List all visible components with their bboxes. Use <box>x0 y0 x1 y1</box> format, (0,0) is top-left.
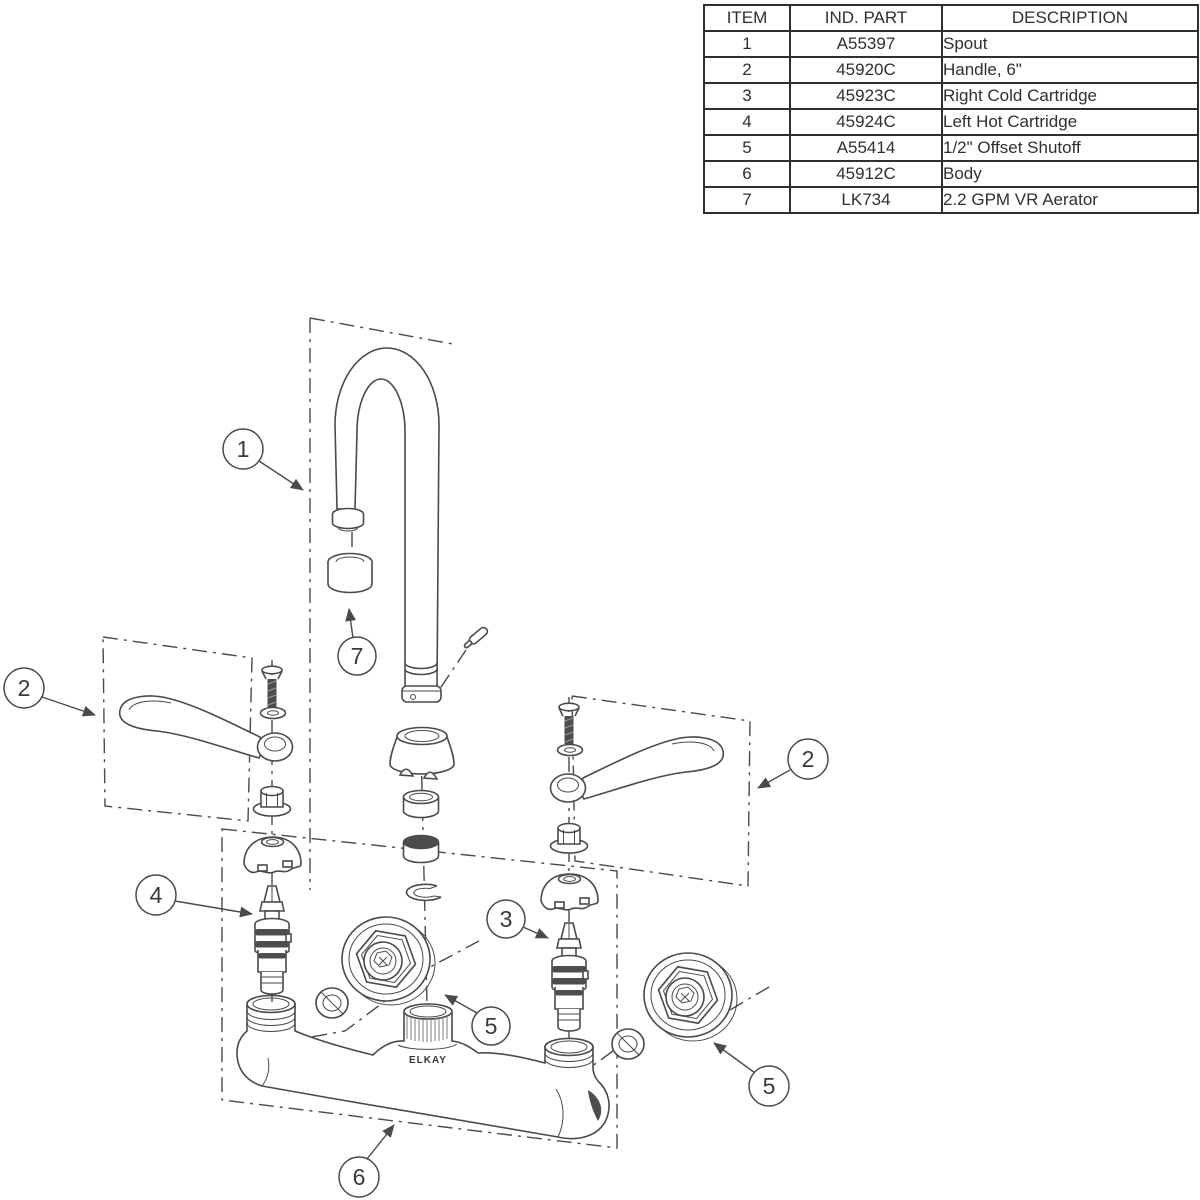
coupling-nut <box>389 726 455 780</box>
faucet-body: ELKAY <box>236 994 610 1140</box>
seal-ring <box>402 834 440 864</box>
cell-part: 45912C <box>789 160 943 188</box>
spout <box>331 347 442 703</box>
callout-2-left-handle: 2 <box>3 667 96 717</box>
left-handle-reference-box <box>102 636 253 822</box>
snap-ring <box>405 883 442 902</box>
callout-5-center-label: 5 <box>485 1013 498 1039</box>
cell-description: 1/2" Offset Shutoff <box>941 134 1199 162</box>
cell-part: 45923C <box>789 82 943 110</box>
cell-description: Handle, 6" <box>941 56 1199 84</box>
callout-4-left-hot-cartridge: 4 <box>135 874 253 918</box>
cell-part: 45920C <box>789 56 943 84</box>
table-row: 5 A55414 1/2" Offset Shutoff <box>703 134 1199 162</box>
table-row: 7 LK734 2.2 GPM VR Aerator <box>703 186 1199 214</box>
cell-item: 7 <box>703 186 791 214</box>
header-description: DESCRIPTION <box>941 4 1199 32</box>
callout-2-right-label: 2 <box>802 746 815 772</box>
cell-description: Spout <box>941 30 1199 58</box>
offset-shutoff-left <box>341 916 436 1006</box>
table-row: 3 45923C Right Cold Cartridge <box>703 82 1199 110</box>
cell-item: 2 <box>703 56 791 84</box>
table-row: 2 45920C Handle, 6" <box>703 56 1199 84</box>
seal-washer-right <box>611 1028 645 1060</box>
callout-4-label: 4 <box>150 882 163 908</box>
callout-5-right-shutoff: 5 <box>713 1042 790 1107</box>
callout-2-right-handle: 2 <box>757 738 829 789</box>
left-handle-stack <box>118 659 302 1003</box>
cell-item: 4 <box>703 108 791 136</box>
header-item: ITEM <box>703 4 791 32</box>
cell-item: 6 <box>703 160 791 188</box>
cell-item: 1 <box>703 30 791 58</box>
right-handle-reference-box <box>571 695 751 887</box>
cell-item: 3 <box>703 82 791 110</box>
table-row: 4 45924C Left Hot Cartridge <box>703 108 1199 136</box>
callout-7-aerator: 7 <box>337 608 377 676</box>
callout-3-right-cold-cartridge: 3 <box>486 899 549 939</box>
callout-3-label: 3 <box>500 906 513 932</box>
cell-description: Right Cold Cartridge <box>941 82 1199 110</box>
cell-description: Left Hot Cartridge <box>941 108 1199 136</box>
body-reference-box <box>221 828 618 1149</box>
index-pin <box>463 626 489 649</box>
callout-7-label: 7 <box>351 643 364 669</box>
offset-shutoff-right <box>643 952 738 1042</box>
spacer-ring <box>402 789 440 819</box>
callout-6-body: 6 <box>338 1124 395 1198</box>
table-row: 6 45912C Body <box>703 160 1199 188</box>
cell-part: LK734 <box>789 186 943 214</box>
table-row: 1 A55397 Spout <box>703 30 1199 58</box>
header-ind-part: IND. PART <box>789 4 943 32</box>
callout-5-center-shutoff: 5 <box>444 994 511 1046</box>
seal-washer-left <box>315 987 349 1019</box>
cell-item: 5 <box>703 134 791 162</box>
aerator <box>327 552 373 594</box>
cell-part: A55397 <box>789 30 943 58</box>
callout-1-spout: 1 <box>222 428 304 491</box>
body-brand-mark: ELKAY <box>409 1055 447 1066</box>
callout-6-label: 6 <box>353 1164 366 1190</box>
cell-description: 2.2 GPM VR Aerator <box>941 186 1199 214</box>
callout-5-right-label: 5 <box>763 1073 776 1099</box>
spout-reference-box <box>309 317 454 890</box>
cell-part: A55414 <box>789 134 943 162</box>
parts-table-header-row: ITEM IND. PART DESCRIPTION <box>703 4 1199 32</box>
cell-description: Body <box>941 160 1199 188</box>
callout-1-label: 1 <box>237 436 250 462</box>
parts-table: ITEM IND. PART DESCRIPTION 1 A55397 Spou… <box>703 4 1199 214</box>
callout-2-left-label: 2 <box>18 675 31 701</box>
cell-part: 45924C <box>789 108 943 136</box>
